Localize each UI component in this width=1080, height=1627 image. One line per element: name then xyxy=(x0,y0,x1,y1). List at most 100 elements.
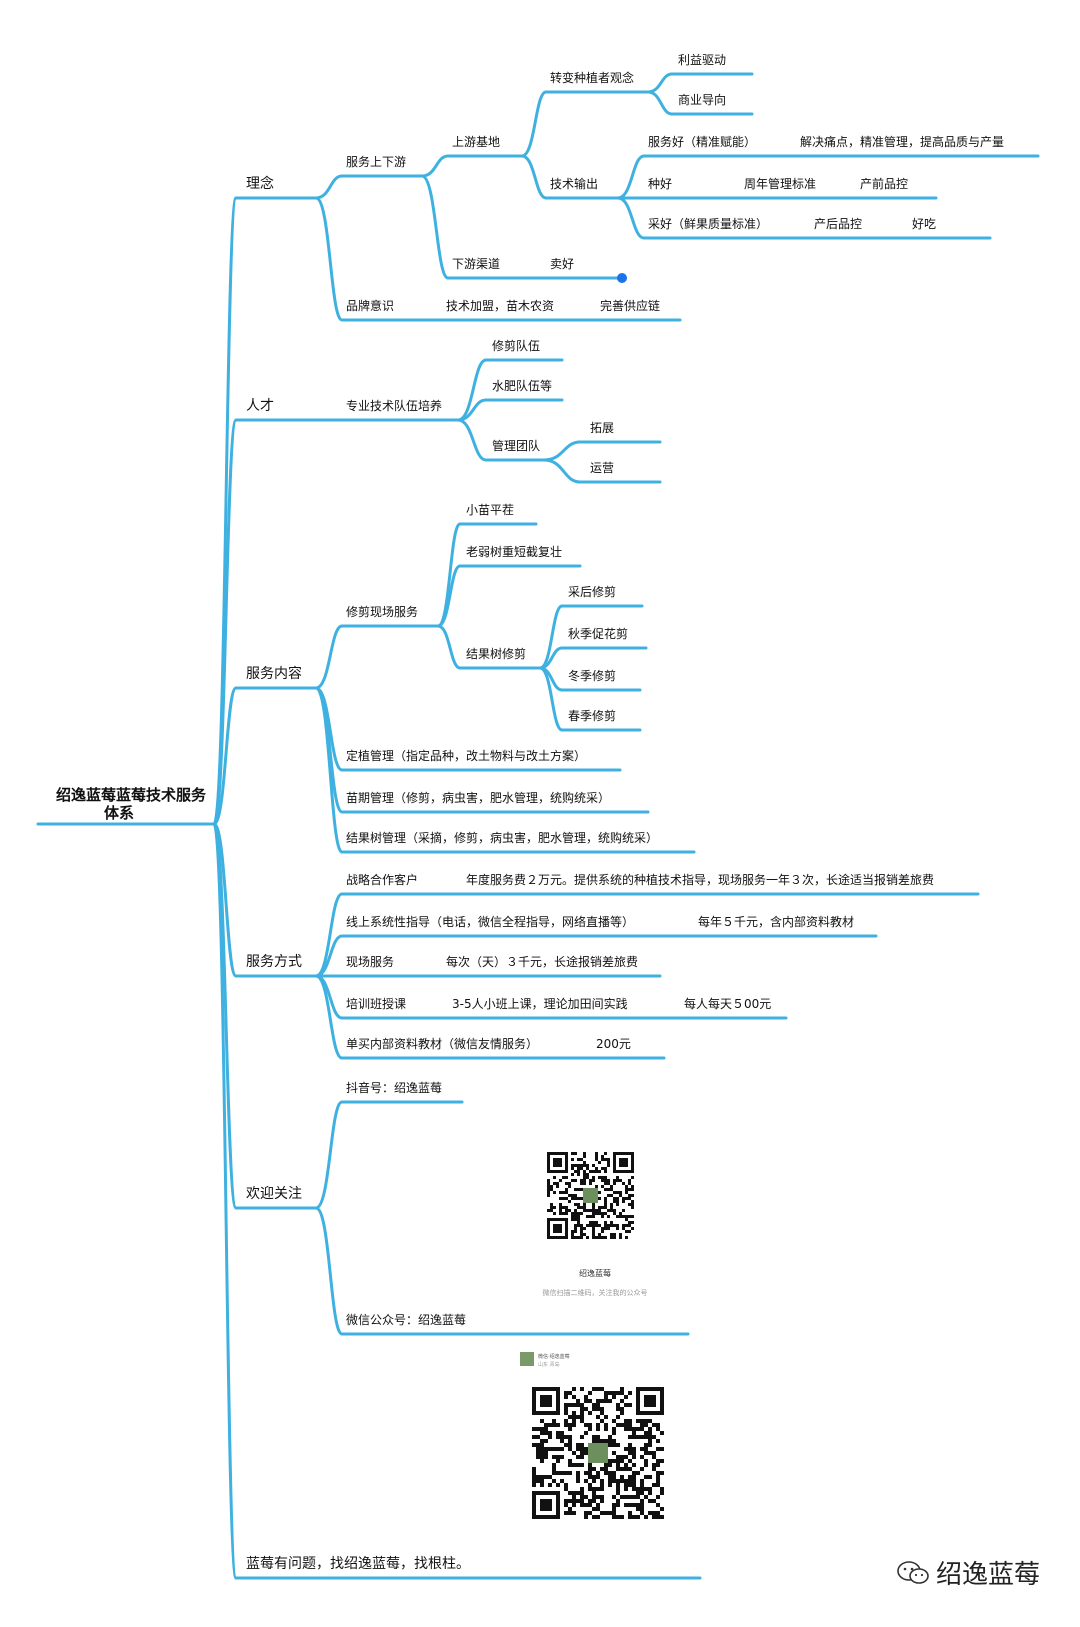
qr-module xyxy=(624,1423,628,1427)
qr-module xyxy=(608,1479,612,1483)
qr-module xyxy=(577,1167,580,1170)
qr-module xyxy=(556,1431,560,1435)
qr-module xyxy=(616,1203,619,1206)
qr-module xyxy=(592,1209,595,1212)
node-px-2: 每人每天５00元 xyxy=(684,996,771,1011)
qr-module xyxy=(604,1511,608,1515)
qr-module xyxy=(592,1224,595,1227)
qr-module xyxy=(568,1391,572,1395)
qr-module xyxy=(576,1463,580,1467)
qr-module xyxy=(596,1407,600,1411)
qr-module xyxy=(598,1212,601,1215)
qr-module xyxy=(559,1197,562,1200)
qr-module xyxy=(628,1503,632,1507)
qr-module xyxy=(660,1507,664,1511)
qr-module xyxy=(628,1230,631,1233)
qr-module xyxy=(592,1475,596,1479)
qr-module xyxy=(583,1227,586,1230)
qr-module xyxy=(564,1391,568,1395)
qr-module xyxy=(532,1475,536,1479)
qr-module xyxy=(610,1185,613,1188)
qr-module xyxy=(565,1209,568,1212)
qr-module xyxy=(540,1499,552,1511)
qr-module xyxy=(556,1459,560,1463)
qr-module xyxy=(550,1203,553,1206)
node-end-dot xyxy=(617,273,627,283)
qr-module xyxy=(601,1179,604,1182)
qr-module xyxy=(616,1483,620,1487)
qr-module xyxy=(600,1495,604,1499)
qr-module xyxy=(580,1167,583,1170)
qr-module xyxy=(628,1467,632,1471)
connector-line xyxy=(314,686,344,854)
qr-module xyxy=(601,1158,604,1161)
qr-module xyxy=(540,1455,544,1459)
qr-module xyxy=(547,1209,550,1212)
qr-module xyxy=(574,1212,577,1215)
qr-module xyxy=(640,1455,644,1459)
connector-line xyxy=(436,522,462,628)
qr-module xyxy=(619,1236,622,1239)
qr-module xyxy=(574,1194,577,1197)
qr-module xyxy=(547,1188,550,1191)
qr-module xyxy=(636,1503,640,1507)
qr-module xyxy=(596,1423,600,1427)
qr-module xyxy=(624,1495,628,1499)
qr-module xyxy=(580,1230,583,1233)
qr-module xyxy=(644,1419,648,1423)
qr-module xyxy=(586,1215,589,1218)
qr-module xyxy=(576,1471,580,1475)
qr-module xyxy=(571,1167,574,1170)
node-rencai: 人才 xyxy=(246,398,274,414)
node-ch-1: 产后品控 xyxy=(814,217,862,231)
qr-module xyxy=(564,1419,568,1423)
qr-module xyxy=(571,1158,574,1161)
qr-module xyxy=(564,1435,568,1439)
qr-module xyxy=(632,1483,636,1487)
qr-module xyxy=(660,1447,664,1451)
qr-module xyxy=(583,1209,586,1212)
qr-module xyxy=(648,1487,652,1491)
qr-module xyxy=(589,1224,592,1227)
qr-module xyxy=(628,1182,631,1185)
connector-line xyxy=(420,154,450,178)
qr-module xyxy=(596,1495,600,1499)
qr-module xyxy=(616,1423,620,1427)
qr-module xyxy=(616,1179,619,1182)
qr-module xyxy=(628,1197,631,1200)
qr-module xyxy=(619,1194,622,1197)
qr-module xyxy=(572,1499,576,1503)
qr-module xyxy=(556,1423,560,1427)
qr-module xyxy=(572,1451,576,1455)
qr2-name: 微信·绍逸蓝莓 xyxy=(538,1354,570,1360)
qr-module xyxy=(628,1447,632,1451)
qr-module xyxy=(625,1236,628,1239)
qr-module xyxy=(580,1164,583,1167)
qr-module xyxy=(644,1495,648,1499)
node-xc: 现场服务 xyxy=(346,954,394,969)
qr-module xyxy=(577,1215,580,1218)
qr-module xyxy=(565,1176,568,1179)
qr-module xyxy=(532,1443,536,1447)
node-labels: 绍逸蓝莓蓝莓技术服务体系理念人才服务内容服务方式欢迎关注蓝莓有问题，找绍逸蓝莓，… xyxy=(56,53,1004,1572)
qr-module xyxy=(576,1499,580,1503)
qr-module xyxy=(604,1197,607,1200)
qr-module xyxy=(613,1191,616,1194)
node-fwh: 服务好（精准赋能） xyxy=(648,134,756,149)
qr-module xyxy=(540,1479,544,1483)
qr-module xyxy=(588,1499,592,1503)
qr-module xyxy=(660,1471,664,1475)
qr-module xyxy=(624,1483,628,1487)
qr-module xyxy=(612,1507,616,1511)
qr-module xyxy=(583,1152,586,1155)
qr-module xyxy=(564,1511,568,1515)
qr-module xyxy=(619,1191,622,1194)
qr-module xyxy=(572,1411,576,1415)
qr-module xyxy=(568,1499,572,1503)
qr-module xyxy=(574,1218,577,1221)
qr-module xyxy=(656,1515,660,1519)
qr-module xyxy=(577,1158,580,1161)
qr-module xyxy=(550,1188,553,1191)
qr-module xyxy=(564,1395,568,1399)
qr-module xyxy=(632,1503,636,1507)
